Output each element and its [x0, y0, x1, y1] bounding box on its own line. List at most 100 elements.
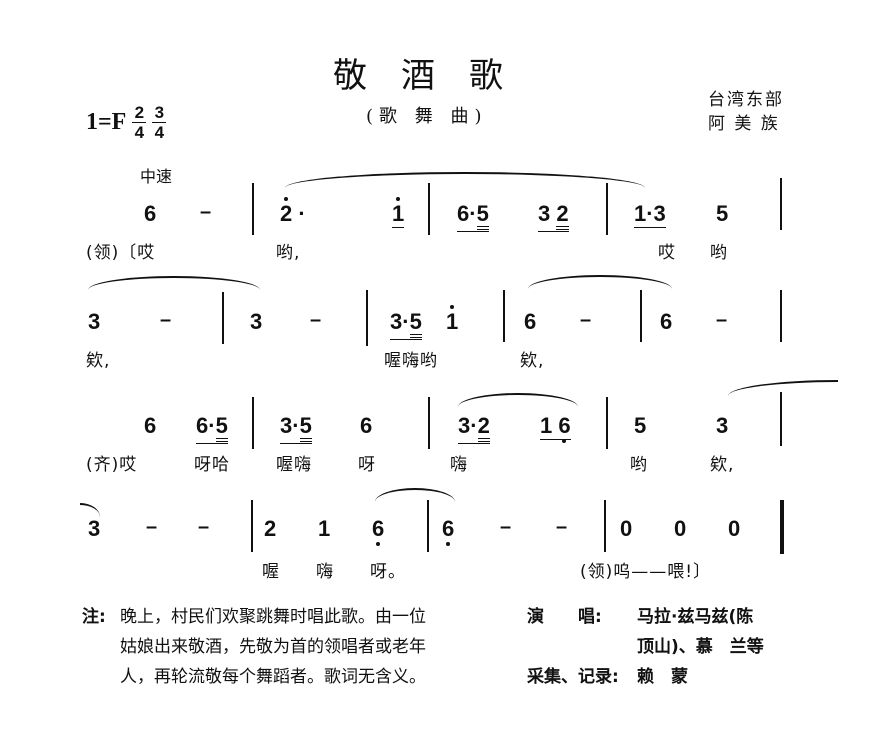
lyric: 哟	[710, 243, 728, 263]
note: 6	[372, 516, 385, 546]
note: 3	[250, 309, 263, 334]
time-signature-2-4: 2 4	[132, 104, 147, 141]
note: 2	[264, 516, 277, 541]
note-group: 3·5	[280, 414, 312, 444]
note: 3	[716, 413, 729, 438]
note: 6	[660, 309, 673, 334]
annotation-label: 注:	[82, 607, 106, 627]
song-title: 敬酒歌	[333, 56, 537, 96]
performer-label: 演 唱:	[527, 607, 602, 627]
origin-region: 台湾东部 阿 美 族	[708, 88, 784, 136]
key-signature: 1=F 2 4 3 4	[86, 104, 167, 141]
collector-label: 采集、记录:	[527, 667, 619, 687]
note-group: 6·5	[457, 202, 489, 232]
bar-line	[428, 397, 430, 449]
bar-line	[252, 183, 254, 235]
slur	[80, 503, 100, 517]
note: 3	[88, 309, 101, 334]
song-subtitle: (歌 舞 曲)	[366, 106, 488, 127]
note-group: 1 6	[540, 413, 571, 443]
note: 6	[144, 413, 157, 438]
lyric: 呀	[358, 455, 376, 475]
lyric: 喔	[262, 562, 280, 582]
note: 1	[392, 197, 405, 228]
note: 0	[620, 516, 633, 541]
annotation-line-2: 姑娘出来敬酒，先敬为首的领唱者或老年	[120, 637, 426, 657]
performer-line-1: 马拉·兹马兹(陈	[637, 607, 754, 627]
dash: –	[310, 309, 322, 331]
note: 6	[442, 516, 455, 546]
bar-line	[640, 290, 642, 342]
note: 2 ·	[280, 197, 306, 226]
bar-line	[604, 500, 606, 552]
bar-line	[252, 397, 254, 449]
bar-line	[222, 292, 224, 344]
note-group: 1·3	[634, 201, 666, 228]
lyric: 喔嗨	[276, 455, 312, 475]
note: 1	[318, 516, 331, 541]
note: 5	[716, 201, 729, 226]
lyric: 嗨	[316, 562, 334, 582]
performer-line-2: 顶山)、慕 兰等	[637, 637, 764, 657]
lyric: 欸,	[86, 351, 111, 371]
lyric: 呀哈	[194, 455, 230, 475]
slur	[528, 275, 672, 289]
slur	[375, 488, 455, 502]
annotation-line-1: 晚上，村民们欢聚跳舞时唱此歌。由一位	[120, 607, 426, 627]
bar-line	[428, 183, 430, 235]
key-label: 1=F	[86, 109, 127, 135]
lyric: (领)〔哎	[86, 243, 156, 263]
lyric: 哎	[658, 243, 676, 263]
lyric: 嗨	[450, 455, 468, 475]
lyric: 呀。	[370, 562, 406, 582]
slur	[88, 276, 260, 290]
lyric: 哟,	[276, 243, 301, 263]
dash: –	[146, 516, 158, 538]
dash: –	[716, 309, 728, 331]
bar-line	[251, 500, 253, 552]
bar-line	[780, 178, 782, 230]
bar-line	[503, 290, 505, 342]
slur	[728, 380, 838, 396]
note: 6	[360, 413, 373, 438]
origin-line-2: 阿 美 族	[708, 114, 780, 134]
note-group: 3·5	[390, 310, 422, 340]
note: 0	[728, 516, 741, 541]
dash: –	[198, 516, 210, 538]
bar-line	[780, 392, 782, 446]
note: 1	[446, 305, 459, 334]
bar-line	[366, 290, 368, 346]
dash: –	[580, 309, 592, 331]
collector-name: 赖 蒙	[637, 667, 688, 687]
dash: –	[160, 309, 172, 331]
note-group: 3·2	[458, 414, 490, 444]
time-signature-3-4: 3 4	[152, 104, 167, 141]
origin-line-1: 台湾东部	[708, 90, 784, 110]
note: 5	[634, 413, 647, 438]
note: 0	[674, 516, 687, 541]
lyric: (齐)哎	[86, 455, 138, 475]
credits-block: 演 唱: 马拉·兹马兹(陈 顶山)、慕 兰等 采集、记录: 赖 蒙	[527, 602, 764, 692]
lyric: 欸,	[520, 351, 545, 371]
note-group: 3 2	[538, 202, 569, 232]
dash: –	[200, 201, 212, 223]
dash: –	[500, 516, 512, 538]
final-bar-line	[780, 500, 784, 554]
lyric: 欸,	[710, 455, 735, 475]
annotation-line-3: 人，再轮流敬每个舞蹈者。歌词无含义。	[120, 667, 426, 687]
slur	[285, 172, 645, 188]
slur	[458, 393, 578, 407]
note: 6	[524, 309, 537, 334]
tempo-marking: 中速	[140, 167, 173, 186]
annotation-block: 注: 晚上，村民们欢聚跳舞时唱此歌。由一位 姑娘出来敬酒，先敬为首的领唱者或老年…	[82, 602, 426, 692]
bar-line	[780, 290, 782, 342]
note: 6	[144, 201, 157, 226]
note-group: 6·5	[196, 414, 228, 444]
dash: –	[556, 516, 568, 538]
bar-line	[606, 183, 608, 235]
lyric: 哟	[630, 455, 648, 475]
bar-line	[427, 500, 429, 552]
note: 3	[88, 516, 101, 541]
bar-line	[606, 397, 608, 449]
lyric: (领)呜——喂!〕	[580, 562, 712, 582]
